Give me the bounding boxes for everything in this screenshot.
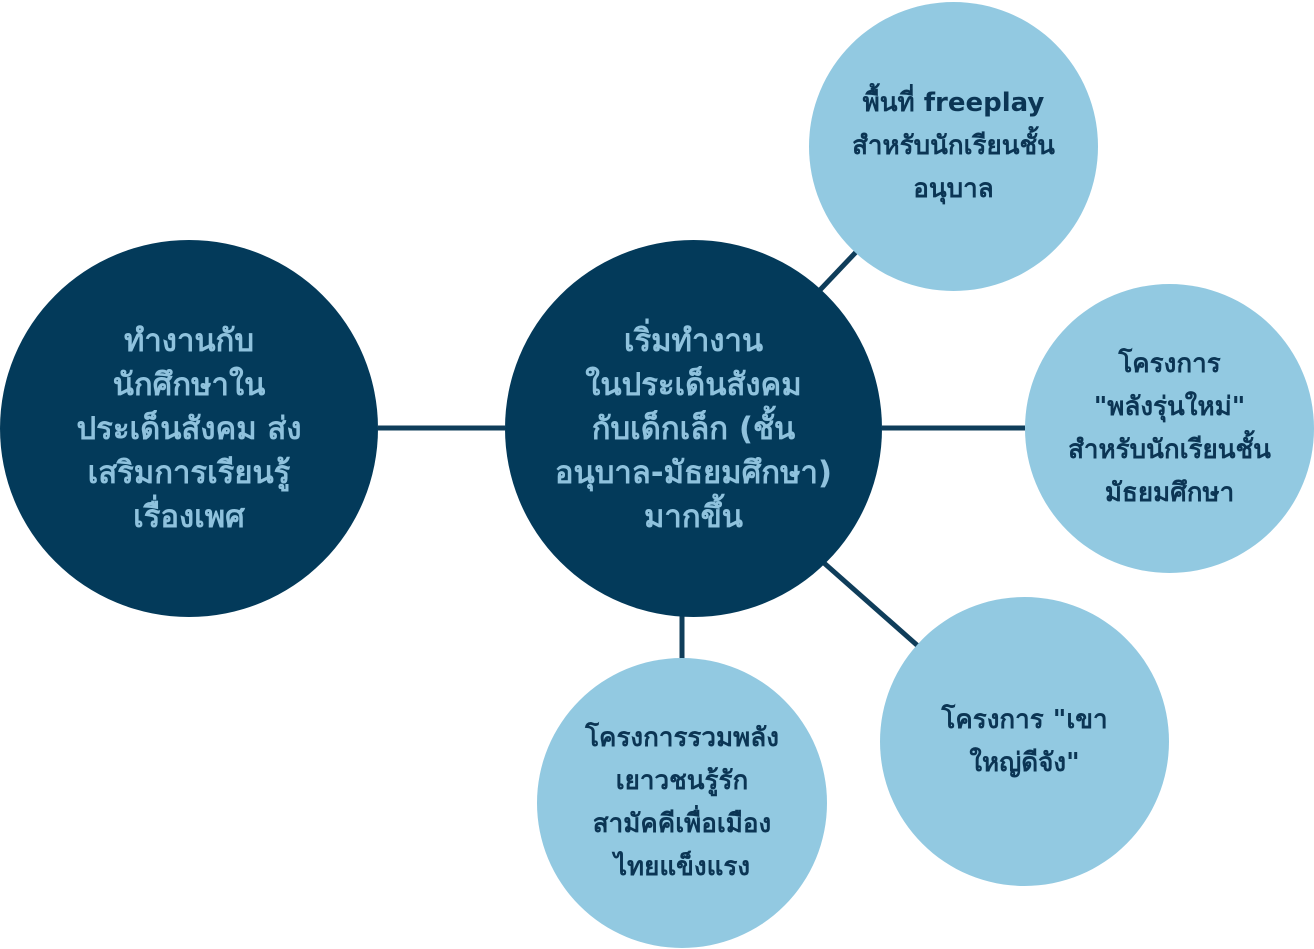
node-sex-education-university: ทำงานกับ นักศึกษาใน ประเด็นสังคม ส่ง เสร…	[0, 240, 378, 617]
node-left-label: ทำงานกับ นักศึกษาใน ประเด็นสังคม ส่ง เสร…	[76, 322, 302, 535]
node-new-generation-project: โครงการ "พลังรุ่นใหม่" สำหรับนักเรียนชั้…	[1025, 284, 1314, 573]
node-bottom-right-label: โครงการ "เขา ใหญ่ดีจัง"	[941, 704, 1108, 778]
node-right-label: โครงการ "พลังรุ่นใหม่" สำหรับนักเรียนชั้…	[1068, 348, 1271, 508]
node-bottom-label: โครงการรวมพลัง เยาวชนรู้รัก สามัคคีเพื่อ…	[585, 723, 779, 882]
node-freeplay-kindergarten: พื้นที่ freeplay สำหรับนักเรียนชั้น อนุบ…	[809, 2, 1098, 291]
node-center-label: เริ่มทำงาน ในประเด็นสังคม กับเด็กเล็ก (ช…	[554, 322, 833, 535]
connector-center-top	[818, 249, 859, 292]
connector-center-bottom-right	[822, 561, 920, 648]
node-central-young-children: เริ่มทำงาน ในประเด็นสังคม กับเด็กเล็ก (ช…	[505, 240, 882, 617]
node-khao-yai-project: โครงการ "เขา ใหญ่ดีจัง"	[880, 597, 1169, 886]
node-top-label: พื้นที่ freeplay สำหรับนักเรียนชั้น อนุบ…	[852, 88, 1055, 204]
node-youth-unity-project: โครงการรวมพลัง เยาวชนรู้รัก สามัคคีเพื่อ…	[537, 658, 827, 948]
